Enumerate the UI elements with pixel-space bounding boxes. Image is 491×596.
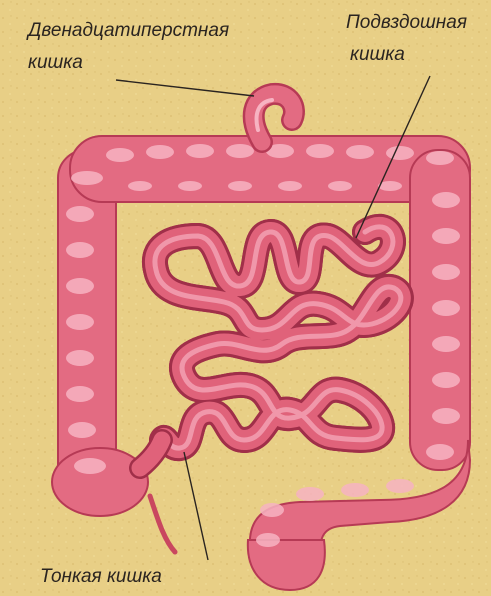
small-intestine-label: Тонкая кишка <box>40 566 162 588</box>
ileum-label-line2: кишка <box>346 44 467 66</box>
duodenum-label-line1: Двенадцатиперстная <box>28 20 229 42</box>
duodenum-label: Двенадцатиперстная кишка <box>28 20 229 74</box>
ileum-label-line1: Подвздошная <box>346 12 467 34</box>
duodenum-label-line2: кишка <box>28 52 229 74</box>
ileum-label: Подвздошная кишка <box>346 12 467 66</box>
